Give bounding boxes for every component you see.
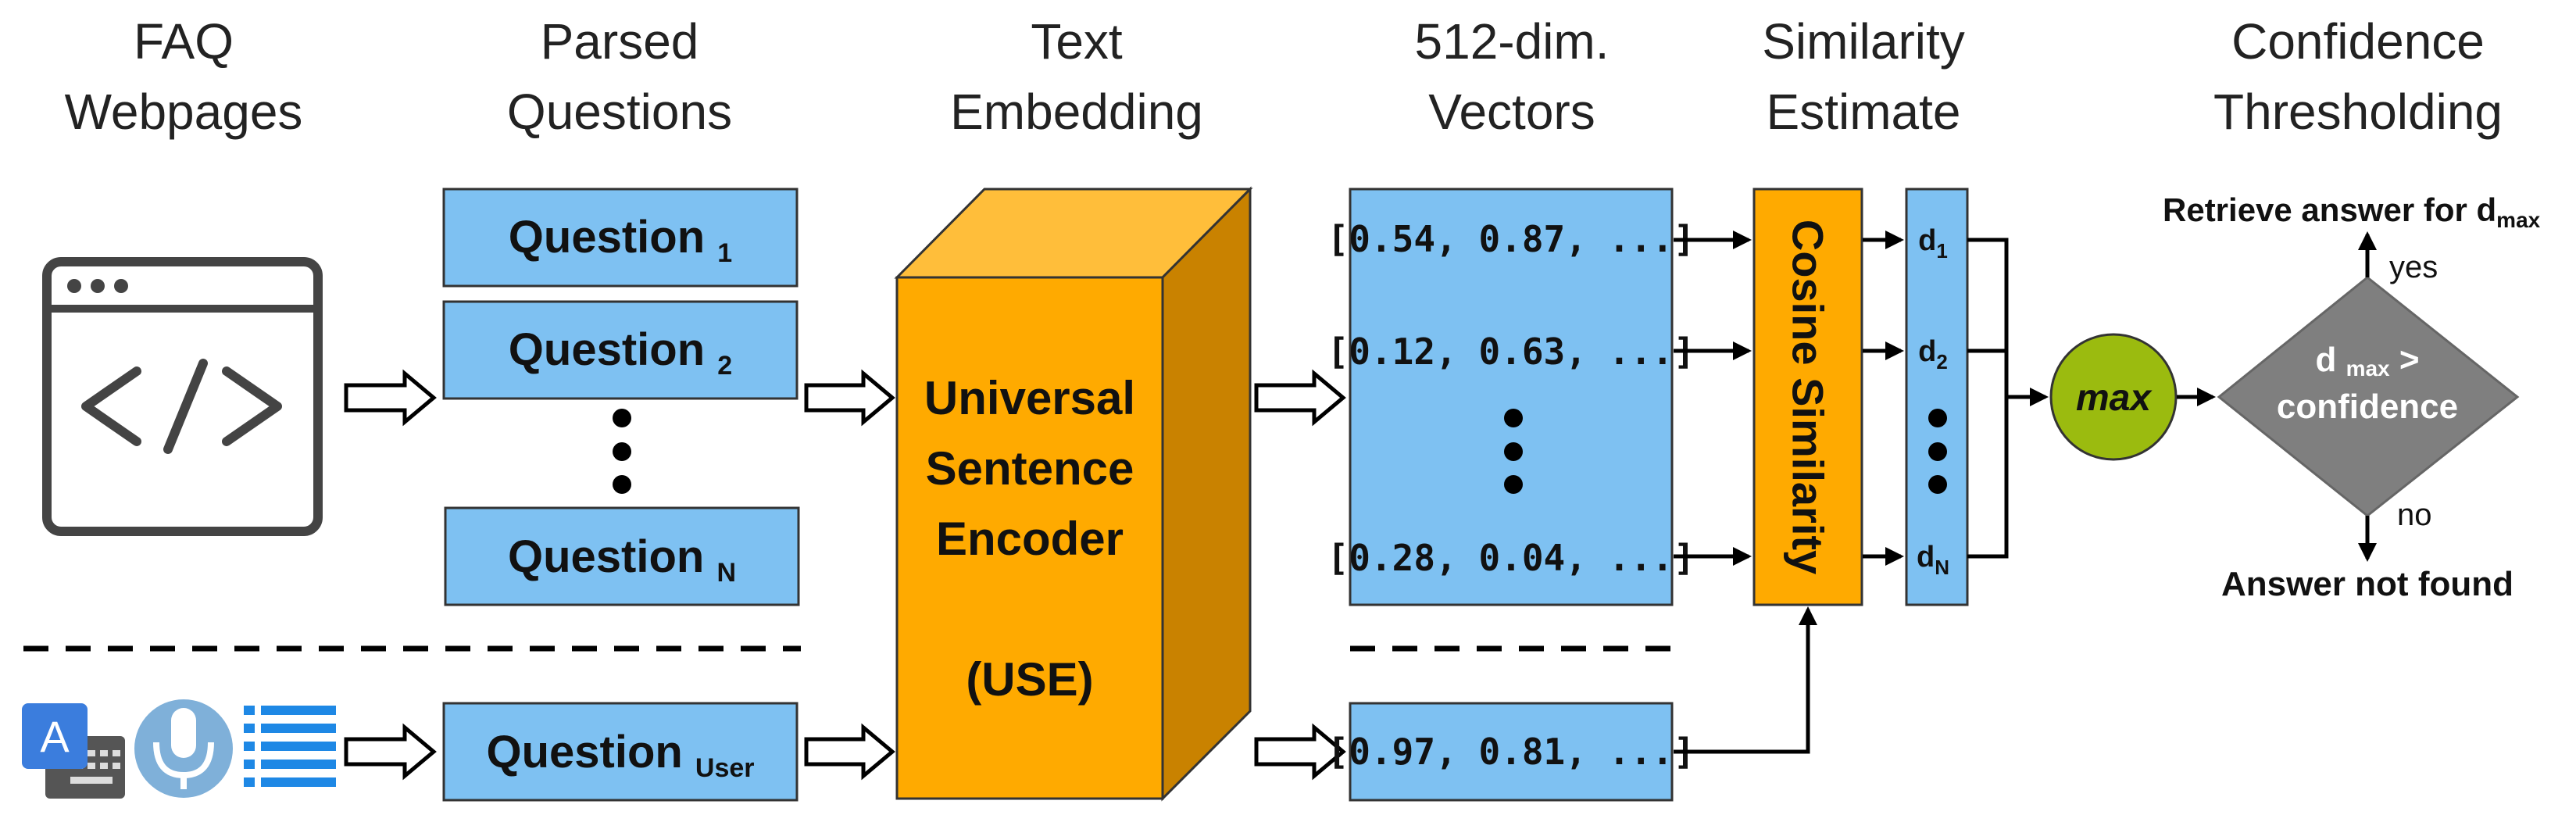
question-n-box (444, 506, 800, 606)
header-text-line2: Embedding (950, 84, 1203, 140)
translate-keyboard-icon: A (22, 703, 125, 799)
distance-ellipsis-dots (1928, 409, 1947, 494)
column-headers: FAQ Webpages Parsed Questions Text Embed… (65, 13, 2503, 140)
no-label: no (2397, 498, 2432, 532)
retrieve-answer-label: Retrieve answer for dmax (2163, 191, 2541, 232)
header-parsed-line1: Parsed (541, 13, 699, 70)
hollow-arrow-icon (344, 369, 437, 427)
header-text-line1: Text (1031, 13, 1123, 70)
hollow-arrow-icon (804, 369, 895, 427)
distance-1: d1 (1918, 224, 1948, 263)
vector-box (1349, 188, 1674, 606)
encoder-line2: Sentence (926, 442, 1134, 495)
encoder-line1: Universal (924, 372, 1135, 424)
header-vectors-line1: 512-dim. (1415, 13, 1610, 70)
universal-sentence-encoder-block: Universal Sentence Encoder (USE) (894, 186, 1253, 802)
vector-block: [0.54, 0.87, ...] [0.12, 0.63, ...] [0.2… (1327, 188, 1695, 606)
hollow-arrow-icon (804, 723, 895, 781)
question-list: Question 1 Question 2 Question N Questio… (442, 188, 800, 802)
distance-block: d1 d2 dN (1905, 188, 1969, 606)
distance-to-max-connector (1967, 238, 2049, 559)
header-confidence-line1: Confidence (2231, 13, 2485, 70)
question-user-label: Question User (486, 727, 754, 783)
header-vectors-line2: Vectors (1428, 84, 1595, 140)
decision-line2: confidence (2277, 388, 2458, 426)
list-icon (244, 706, 336, 787)
distance-2: d2 (1918, 335, 1948, 374)
cosine-similarity-block: Cosine Similarity (1752, 188, 1863, 606)
header-confidence-line2: Thresholding (2213, 84, 2503, 140)
header-faq-line1: FAQ (134, 13, 234, 70)
header-similarity-line1: Similarity (1762, 13, 1965, 70)
question-1-label: Question 1 (509, 212, 732, 268)
question-user-box (442, 702, 799, 802)
confidence-decision: d max > confidence (2217, 276, 2520, 517)
cosine-similarity-label: Cosine Similarity (1784, 220, 1833, 574)
hollow-arrows (344, 369, 1346, 781)
decision-line1: d max > (2315, 341, 2419, 381)
ellipsis-dots (613, 409, 631, 494)
question-n-label: Question N (508, 531, 736, 588)
vector-ellipsis-dots (1504, 409, 1523, 494)
microphone-icon (134, 699, 233, 798)
header-faq-line2: Webpages (65, 84, 303, 140)
vector-to-similarity-arrows (1674, 231, 1817, 754)
vector-user-box (1349, 702, 1674, 802)
question-2-label: Question 2 (509, 324, 732, 381)
header-similarity-line2: Estimate (1767, 84, 1961, 140)
max-node: max (2049, 333, 2178, 461)
hollow-arrow-icon (1254, 723, 1346, 781)
vector-1: [0.54, 0.87, ...] (1327, 218, 1695, 260)
question-2-box (442, 300, 799, 400)
similarity-to-distance-arrows (1863, 231, 1904, 566)
hollow-arrow-icon (344, 723, 437, 781)
max-label: max (2076, 377, 2153, 419)
header-parsed-line2: Questions (507, 84, 732, 140)
vector-user: [0.97, 0.81, ...] (1327, 731, 1695, 773)
distance-n: dN (1917, 541, 1949, 579)
webpage-code-icon (42, 257, 323, 536)
encoder-line3: Encoder (936, 513, 1124, 565)
answer-not-found-label: Answer not found (2221, 565, 2513, 603)
svg-text:A: A (40, 712, 70, 761)
vector-2: [0.12, 0.63, ...] (1327, 331, 1695, 373)
question-1-box (442, 188, 799, 288)
hollow-arrow-icon (1254, 369, 1346, 427)
vector-n: [0.28, 0.04, ...] (1327, 537, 1695, 579)
yes-label: yes (2389, 250, 2438, 284)
encoder-line4: (USE) (966, 653, 1093, 706)
